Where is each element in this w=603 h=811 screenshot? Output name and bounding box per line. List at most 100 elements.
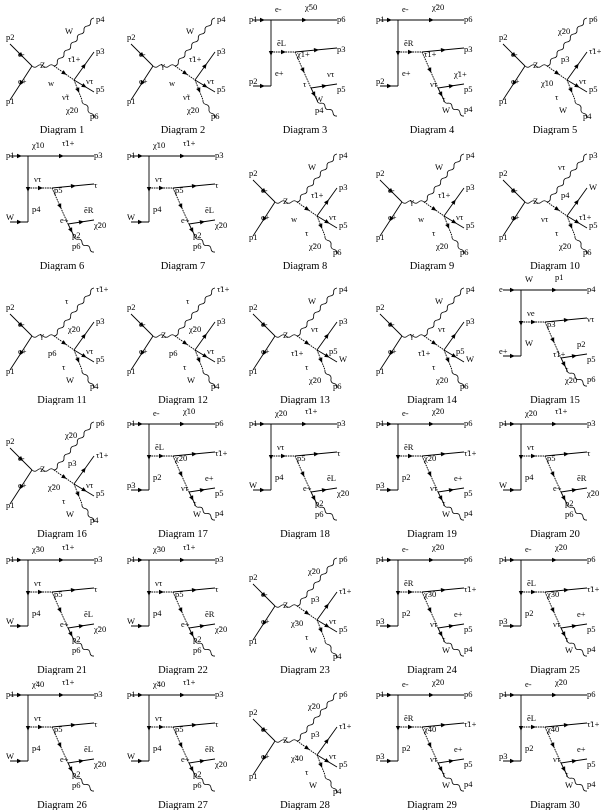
momentum-arrow	[571, 759, 577, 764]
momentum-arrow	[427, 67, 432, 73]
particle-label: p4	[315, 105, 324, 115]
momentum-arrow	[260, 83, 265, 89]
momentum-arrow	[431, 340, 437, 345]
momentum-arrow	[554, 70, 560, 75]
particle-label: W	[187, 375, 195, 385]
particle-label: p6	[589, 14, 598, 24]
particle-label: ντ	[155, 713, 163, 723]
boson-line	[152, 334, 176, 338]
particle-label: Z	[283, 600, 288, 610]
particle-label: p4	[275, 472, 284, 482]
boson-line	[566, 774, 588, 792]
particle-label: τ̃1+	[68, 54, 81, 64]
momentum-arrow	[324, 603, 329, 609]
particle-label: ντ	[456, 212, 464, 222]
particle-label: p1	[499, 689, 508, 699]
particle-label: τ̃1+	[555, 406, 568, 416]
momentum-arrow	[191, 723, 197, 728]
momentum-arrow	[388, 188, 394, 194]
particle-label: χ̃20	[557, 26, 570, 36]
momentum-arrow	[191, 452, 197, 457]
momentum-arrow	[182, 340, 188, 345]
boson-line	[194, 774, 216, 792]
particle-label: ντ	[34, 578, 42, 588]
boson-line	[31, 64, 55, 68]
particle-label: γ	[160, 60, 165, 70]
particle-label: e-	[139, 319, 146, 329]
particle-label: p4	[153, 743, 162, 753]
particle-label: e+	[261, 616, 270, 626]
particle-label: τ	[555, 92, 559, 102]
particle-label: p6	[464, 418, 473, 428]
particle-label: p5	[587, 354, 596, 364]
particle-label: p5	[337, 84, 346, 94]
particle-label: e-	[153, 408, 160, 418]
particle-label: τ	[432, 228, 436, 238]
boson-line	[524, 200, 548, 204]
momentum-arrow	[138, 557, 143, 563]
particle-label: p6	[464, 14, 473, 24]
particle-label: τ	[215, 584, 219, 594]
momentum-arrow	[387, 758, 392, 764]
particle-label: p1	[127, 96, 136, 106]
particle-label: W	[6, 616, 14, 626]
particle-label: χ̃20	[307, 701, 320, 711]
particle-label: e-	[402, 408, 409, 418]
boson-line	[174, 17, 216, 67]
momentum-arrow	[429, 421, 434, 427]
particle-label: p5	[464, 488, 473, 498]
momentum-arrow	[302, 421, 307, 427]
particle-label: χ̃20	[554, 542, 567, 552]
particle-label: p3	[561, 54, 570, 64]
momentum-arrow	[261, 727, 267, 733]
particle-label: χ̃30	[31, 544, 44, 554]
particle-label: W	[442, 645, 450, 655]
momentum-arrow	[302, 17, 307, 23]
particle-label: p2	[577, 339, 586, 349]
particle-label: p3	[337, 418, 346, 428]
momentum-arrow	[304, 340, 310, 345]
diagram-caption: Diagram 13	[280, 395, 330, 405]
diagram-caption: Diagram 2	[160, 125, 206, 135]
diagram-caption: Diagram 29	[407, 800, 457, 810]
boson-line	[401, 334, 425, 338]
particle-label: τ	[305, 228, 309, 238]
momentum-arrow	[510, 557, 515, 563]
particle-label: p6	[460, 247, 469, 257]
particle-label: χ̃20	[93, 759, 106, 769]
particle-label: W	[66, 509, 74, 519]
particle-label: W	[435, 162, 443, 172]
particle-label: p3	[311, 729, 320, 739]
particle-label: p5	[329, 346, 338, 356]
diagram-caption: Diagram 11	[37, 395, 87, 405]
momentum-arrow	[196, 357, 201, 363]
particle-label: ντ	[430, 483, 438, 493]
particle-label: p3	[217, 316, 226, 326]
boson-line	[274, 739, 298, 743]
particle-label: e-	[275, 4, 282, 14]
momentum-arrow	[389, 216, 394, 222]
momentum-arrow	[561, 361, 566, 367]
particle-label: ẽL	[527, 578, 536, 588]
particle-label: p6	[90, 111, 99, 121]
momentum-arrow	[531, 724, 536, 730]
particle-label: Z	[161, 330, 166, 340]
momentum-arrow	[445, 223, 450, 229]
diagram-caption: Diagram 25	[530, 665, 580, 675]
momentum-arrow	[57, 742, 62, 748]
momentum-arrow	[191, 184, 197, 189]
particle-label: W	[127, 616, 135, 626]
particle-label: p4	[464, 644, 473, 654]
momentum-arrow	[19, 80, 24, 86]
momentum-arrow	[438, 766, 443, 772]
momentum-arrow	[440, 48, 446, 53]
